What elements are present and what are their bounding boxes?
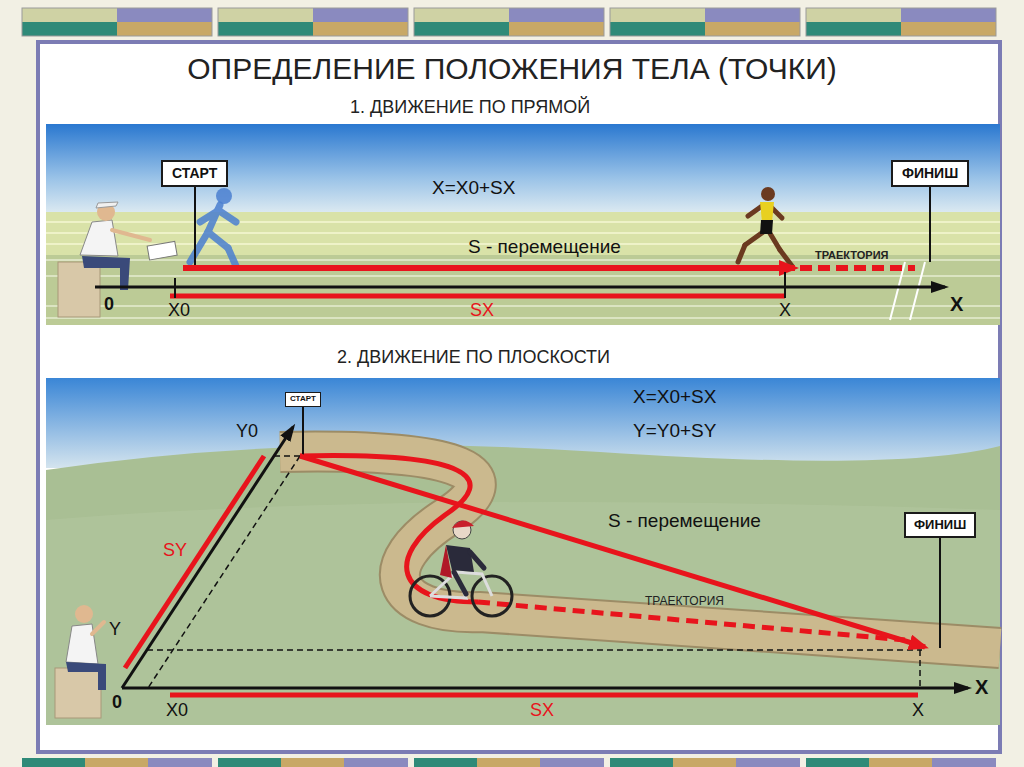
formula: Y=Y0+SY bbox=[633, 420, 716, 442]
origin-label: 0 bbox=[112, 692, 122, 713]
finish-sign: ФИНИШ bbox=[891, 160, 969, 187]
projection-label: SX bbox=[530, 700, 554, 721]
formula: X=X0+SX bbox=[432, 177, 515, 199]
origin-label: 0 bbox=[104, 294, 114, 315]
section-heading: 2. ДВИЖЕНИЕ ПО ПЛОСКОСТИ bbox=[337, 347, 610, 368]
start-sign: СТАРТ bbox=[161, 160, 228, 187]
sign-text: ФИНИШ bbox=[902, 166, 958, 181]
section-heading: 1. ДВИЖЕНИЕ ПО ПРЯМОЙ bbox=[350, 97, 590, 118]
slide-title: ОПРЕДЕЛЕНИЕ ПОЛОЖЕНИЯ ТЕЛА (ТОЧКИ) bbox=[0, 52, 1024, 87]
sign-text: ФИНИШ bbox=[914, 518, 966, 532]
coordinate-label: X0 bbox=[166, 700, 188, 721]
formula: X=X0+SX bbox=[633, 386, 716, 408]
vector-label: S - перемещение bbox=[608, 510, 761, 532]
axis-label: X bbox=[950, 293, 963, 316]
sign-text: СТАРТ bbox=[172, 166, 217, 181]
axis-label: X bbox=[975, 676, 988, 699]
vector-label: S - перемещение bbox=[468, 236, 621, 258]
finish-sign: ФИНИШ bbox=[904, 512, 976, 538]
trajectory-label: ТРАЕКТОРИЯ bbox=[815, 249, 889, 262]
coordinate-label: X0 bbox=[168, 300, 190, 321]
coordinate-label: X bbox=[779, 300, 791, 321]
coordinate-label: Y0 bbox=[236, 421, 258, 442]
coordinate-label: X bbox=[912, 700, 924, 721]
projection-label: SX bbox=[470, 300, 494, 321]
sign-text: СТАРТ bbox=[290, 395, 316, 404]
coordinate-label: Y bbox=[109, 619, 121, 640]
trajectory-label: ТРАЕКТОРИЯ bbox=[645, 595, 724, 609]
start-sign: СТАРТ bbox=[285, 392, 321, 407]
projection-label: SY bbox=[163, 540, 187, 561]
